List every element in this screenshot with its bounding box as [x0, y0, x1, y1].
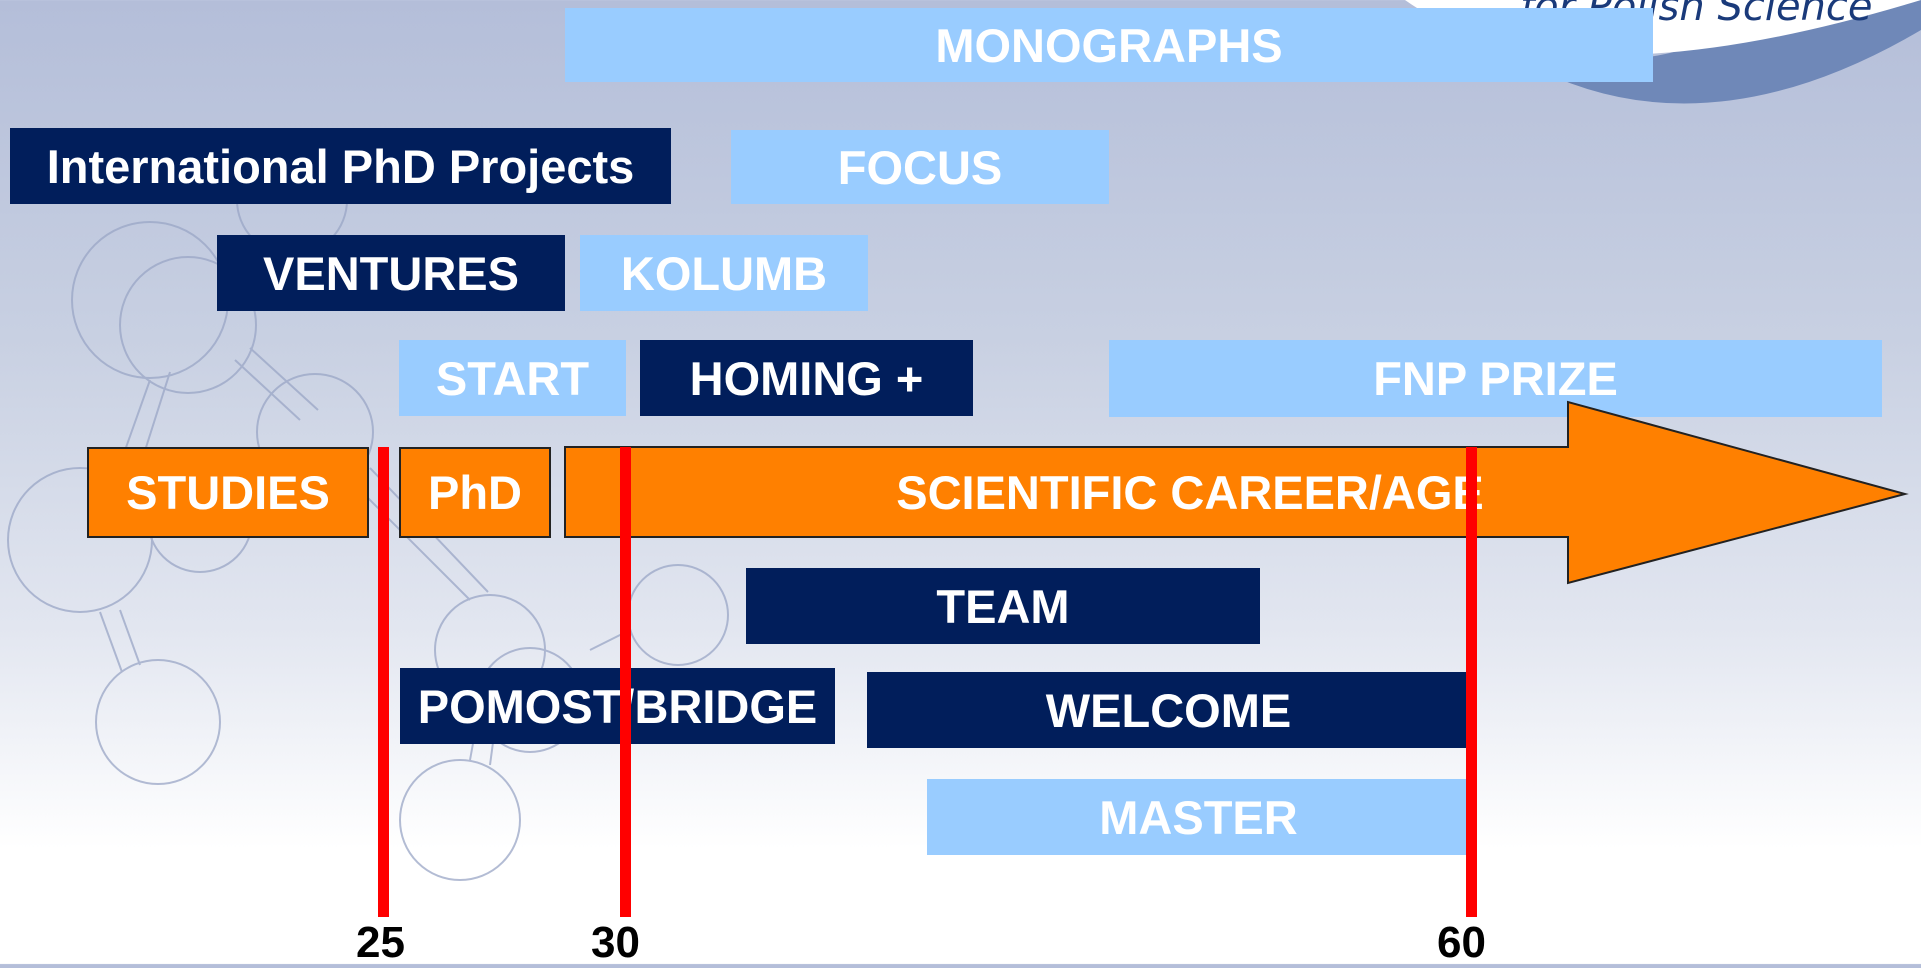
age-label-25: 25: [356, 918, 405, 967]
program-pomost-bridge: POMOST/BRIDGE: [400, 668, 835, 744]
program-start: START: [399, 340, 626, 416]
stage-studies: STUDIES: [87, 447, 369, 538]
stage-scientific-career-age: SCIENTIFIC CAREER/AGE: [896, 466, 1484, 519]
age-label-60: 60: [1437, 918, 1486, 967]
program-team: TEAM: [746, 568, 1260, 644]
age-line-30: [620, 447, 631, 917]
stage-phd: PhD: [399, 447, 551, 538]
program-master: MASTER: [927, 779, 1470, 855]
program-fnp-prize: FNP PRIZE: [1109, 340, 1882, 417]
age-label-30: 30: [591, 918, 640, 967]
age-line-25: [378, 447, 389, 917]
age-line-60: [1466, 447, 1477, 917]
program-kolumb: KOLUMB: [580, 235, 868, 311]
program-monographs: MONOGRAPHS: [565, 8, 1653, 82]
program-welcome: WELCOME: [867, 672, 1470, 748]
program-focus: FOCUS: [731, 130, 1109, 204]
program-homing-plus: HOMING +: [640, 340, 973, 416]
program-ventures: VENTURES: [217, 235, 565, 311]
program-international-phd-projects: International PhD Projects: [10, 128, 671, 204]
